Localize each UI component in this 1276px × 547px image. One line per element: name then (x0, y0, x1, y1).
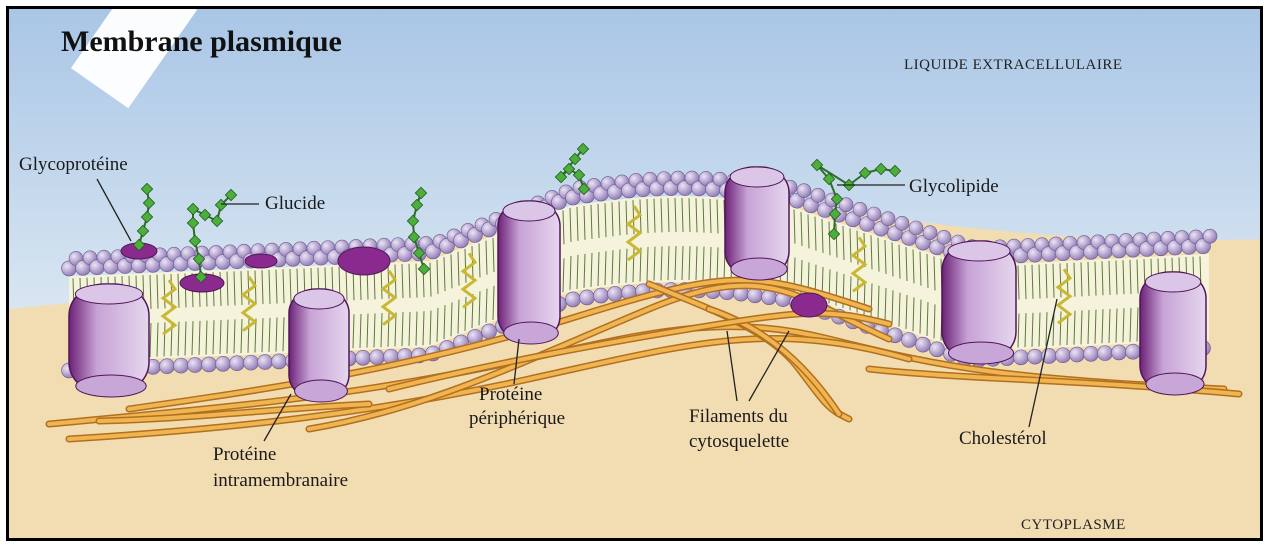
transmembrane-protein-3-base (948, 342, 1013, 364)
intramembrane-protein-top (294, 289, 344, 309)
phospholipid-head (937, 230, 951, 244)
membrane-illustration (9, 9, 1263, 541)
cytoplasm-label: CYTOPLASME (1021, 517, 1126, 534)
transmembrane-protein-4-top (1145, 272, 1200, 292)
phospholipid-head (174, 358, 189, 373)
surface-protein-3 (338, 247, 390, 275)
transmembrane-protein-4-base (1146, 373, 1204, 395)
label-filaments-1: Filaments du (689, 405, 788, 429)
phospholipid-head (916, 337, 931, 352)
diagram-title: Membrane plasmique (61, 25, 342, 59)
phospholipid-head (902, 333, 917, 348)
diagram-frame: Membrane plasmique LIQUIDE EXTRACELLULAI… (6, 6, 1263, 541)
phospholipid-head (202, 357, 217, 372)
phospholipid-head (370, 350, 385, 365)
phospholipid-head (1203, 229, 1217, 243)
label-glycolipide: Glycolipide (909, 175, 999, 199)
phospholipid-head (608, 286, 623, 301)
phospholipid-head (566, 292, 581, 307)
phospholipid-head (1098, 346, 1113, 361)
label-proteine-intramembranaire-1: Protéine (213, 443, 276, 467)
phospholipid-head (909, 221, 923, 235)
label-cholesterol: Cholestérol (959, 427, 1047, 451)
phospholipid-head (1028, 349, 1043, 364)
transmembrane-protein-2 (725, 167, 789, 280)
label-glucide: Glucide (265, 192, 325, 216)
label-filaments-2: cytosquelette (689, 430, 789, 454)
peripheral-protein-body (498, 201, 560, 341)
phospholipid-head (895, 216, 909, 230)
phospholipid-head (482, 324, 497, 339)
surface-protein-4 (791, 293, 827, 317)
phospholipid-head (258, 355, 273, 370)
phospholipid-head (923, 226, 937, 240)
transmembrane-protein-1-top (75, 284, 142, 304)
phospholipid-head (230, 356, 245, 371)
transmembrane-protein-4 (1140, 272, 1206, 395)
transmembrane-protein-1-base (76, 375, 146, 397)
label-proteine-intramembranaire-2: intramembranaire (213, 469, 348, 493)
extracellular-label: LIQUIDE EXTRACELLULAIRE (904, 57, 1123, 74)
label-proteine-peripherique-2: périphérique (469, 407, 565, 431)
phospholipid-head (356, 350, 371, 365)
phospholipid-head (580, 290, 595, 305)
phospholipid-head (160, 359, 175, 374)
peripheral-protein (498, 201, 560, 344)
peripheral-protein-top (503, 201, 555, 221)
phospholipid-head (244, 355, 259, 370)
phospholipid-head (867, 207, 881, 221)
phospholipid-head (1070, 347, 1085, 362)
label-proteine-peripherique-1: Protéine (479, 383, 542, 407)
phospholipid-head (853, 202, 867, 216)
transmembrane-protein-3 (942, 241, 1016, 364)
intramembrane-protein-base (295, 380, 348, 402)
phospholipid-head (594, 288, 609, 303)
phospholipid-head (1056, 348, 1071, 363)
intramembrane-protein (289, 289, 349, 402)
phospholipid-head (272, 354, 287, 369)
phospholipid-head (797, 184, 811, 198)
phospholipid-head (748, 288, 763, 303)
phospholipid-head (811, 188, 825, 202)
phospholipid-head (1014, 350, 1029, 365)
transmembrane-protein-2-base (731, 258, 787, 280)
phospholipid-head (1126, 344, 1141, 359)
peripheral-protein-base (504, 322, 559, 344)
phospholipid-head (930, 342, 945, 357)
surface-protein-2 (245, 254, 277, 268)
phospholipid-head (188, 358, 203, 373)
phospholipid-head (216, 356, 231, 371)
phospholipid-head (881, 212, 895, 226)
transmembrane-protein-3-top (948, 241, 1010, 261)
transmembrane-protein-2-top (730, 167, 784, 187)
transmembrane-protein-1 (69, 284, 149, 397)
phospholipid-head (1084, 346, 1099, 361)
label-glycoproteine: Glycoprotéine (19, 153, 128, 177)
phospholipid-head (1112, 345, 1127, 360)
